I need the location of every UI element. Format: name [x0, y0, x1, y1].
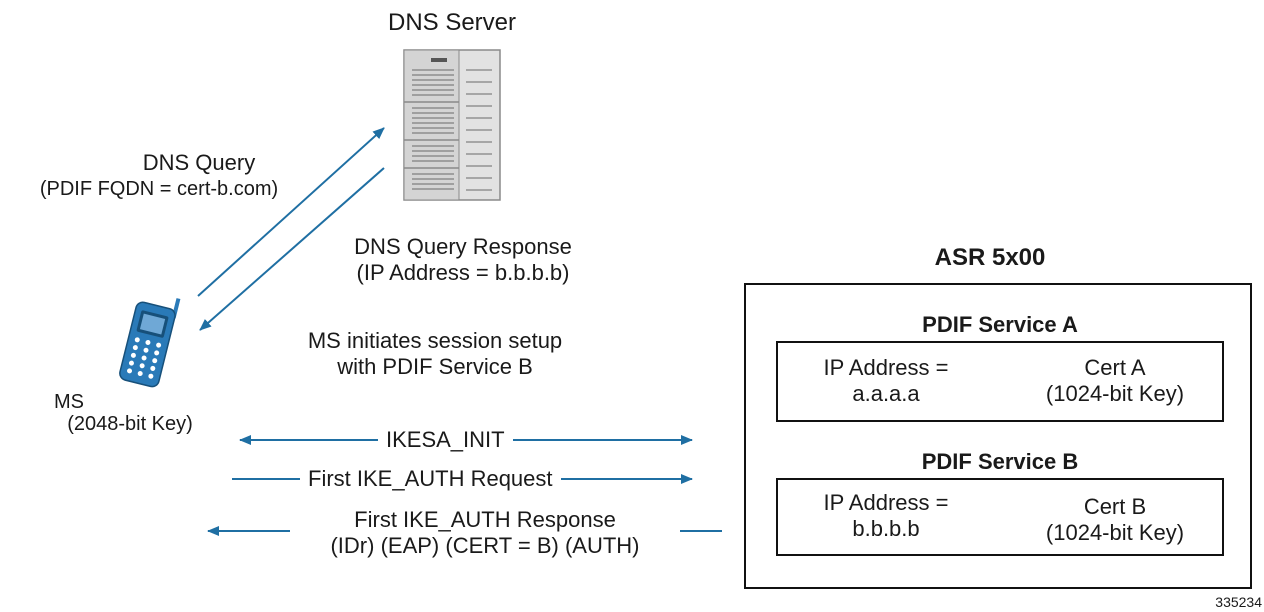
auth-request-label: First IKE_AUTH Request	[300, 466, 561, 492]
service-a-box	[776, 341, 1224, 422]
dns-query-line1: DNS Query	[142, 150, 256, 175]
asr-title: ASR 5x00	[934, 244, 1046, 271]
ms-line1: MS	[54, 391, 84, 413]
service-b-cert-line2: (1024-bit Key)	[1045, 520, 1185, 545]
service-b-cert-line1: Cert B	[1083, 494, 1147, 519]
service-a-cert-line1: Cert A	[1084, 355, 1146, 380]
ms-line2: (2048-bit Key)	[67, 413, 193, 435]
dns-query-label: DNS Query (PDIF FQDN = cert-b.com)	[4, 150, 314, 202]
service-a-ip: IP Address = a.a.a.a	[786, 355, 986, 407]
server-icon	[403, 49, 501, 201]
dns-server-title: DNS Server	[387, 9, 517, 36]
service-a-cert: Cert A (1024-bit Key)	[1010, 355, 1220, 407]
auth-response-line1: First IKE_AUTH Response	[354, 507, 616, 532]
session-note-line1: MS initiates session setup	[307, 328, 563, 353]
figure-id: 335234	[1215, 594, 1262, 610]
auth-response-line2: (IDr) (EAP) (CERT = B) (AUTH)	[330, 533, 640, 558]
dns-response-label: DNS Query Response (IP Address = b.b.b.b…	[318, 234, 608, 286]
service-b-ip-line2: b.b.b.b	[852, 516, 920, 541]
ikesa-init-label: IKESA_INIT	[378, 427, 513, 453]
service-a-ip-line2: a.a.a.a	[852, 381, 920, 406]
ms-label: MS (2048-bit Key)	[40, 391, 220, 435]
dns-response-line1: DNS Query Response	[354, 234, 572, 259]
dns-response-arrow	[199, 167, 385, 331]
service-b-ip-line1: IP Address =	[823, 490, 949, 515]
service-b-title: PDIF Service B	[921, 449, 1079, 474]
mobile-phone-icon	[119, 298, 181, 388]
auth-response-label: First IKE_AUTH Response (IDr) (EAP) (CER…	[290, 507, 680, 559]
service-b-cert: Cert B (1024-bit Key)	[1010, 494, 1220, 546]
dns-query-arrow	[197, 127, 385, 297]
service-b-ip: IP Address = b.b.b.b	[786, 490, 986, 542]
session-note-line2: with PDIF Service B	[337, 354, 533, 379]
service-b-box	[776, 478, 1224, 556]
asr-box	[744, 283, 1252, 589]
service-a-title: PDIF Service A	[922, 312, 1078, 337]
service-a-ip-line1: IP Address =	[823, 355, 949, 380]
service-a-cert-line2: (1024-bit Key)	[1045, 381, 1185, 406]
dns-query-line2: (PDIF FQDN = cert-b.com)	[39, 178, 279, 200]
dns-response-line2: (IP Address = b.b.b.b)	[356, 260, 570, 285]
session-note: MS initiates session setup with PDIF Ser…	[260, 328, 610, 380]
